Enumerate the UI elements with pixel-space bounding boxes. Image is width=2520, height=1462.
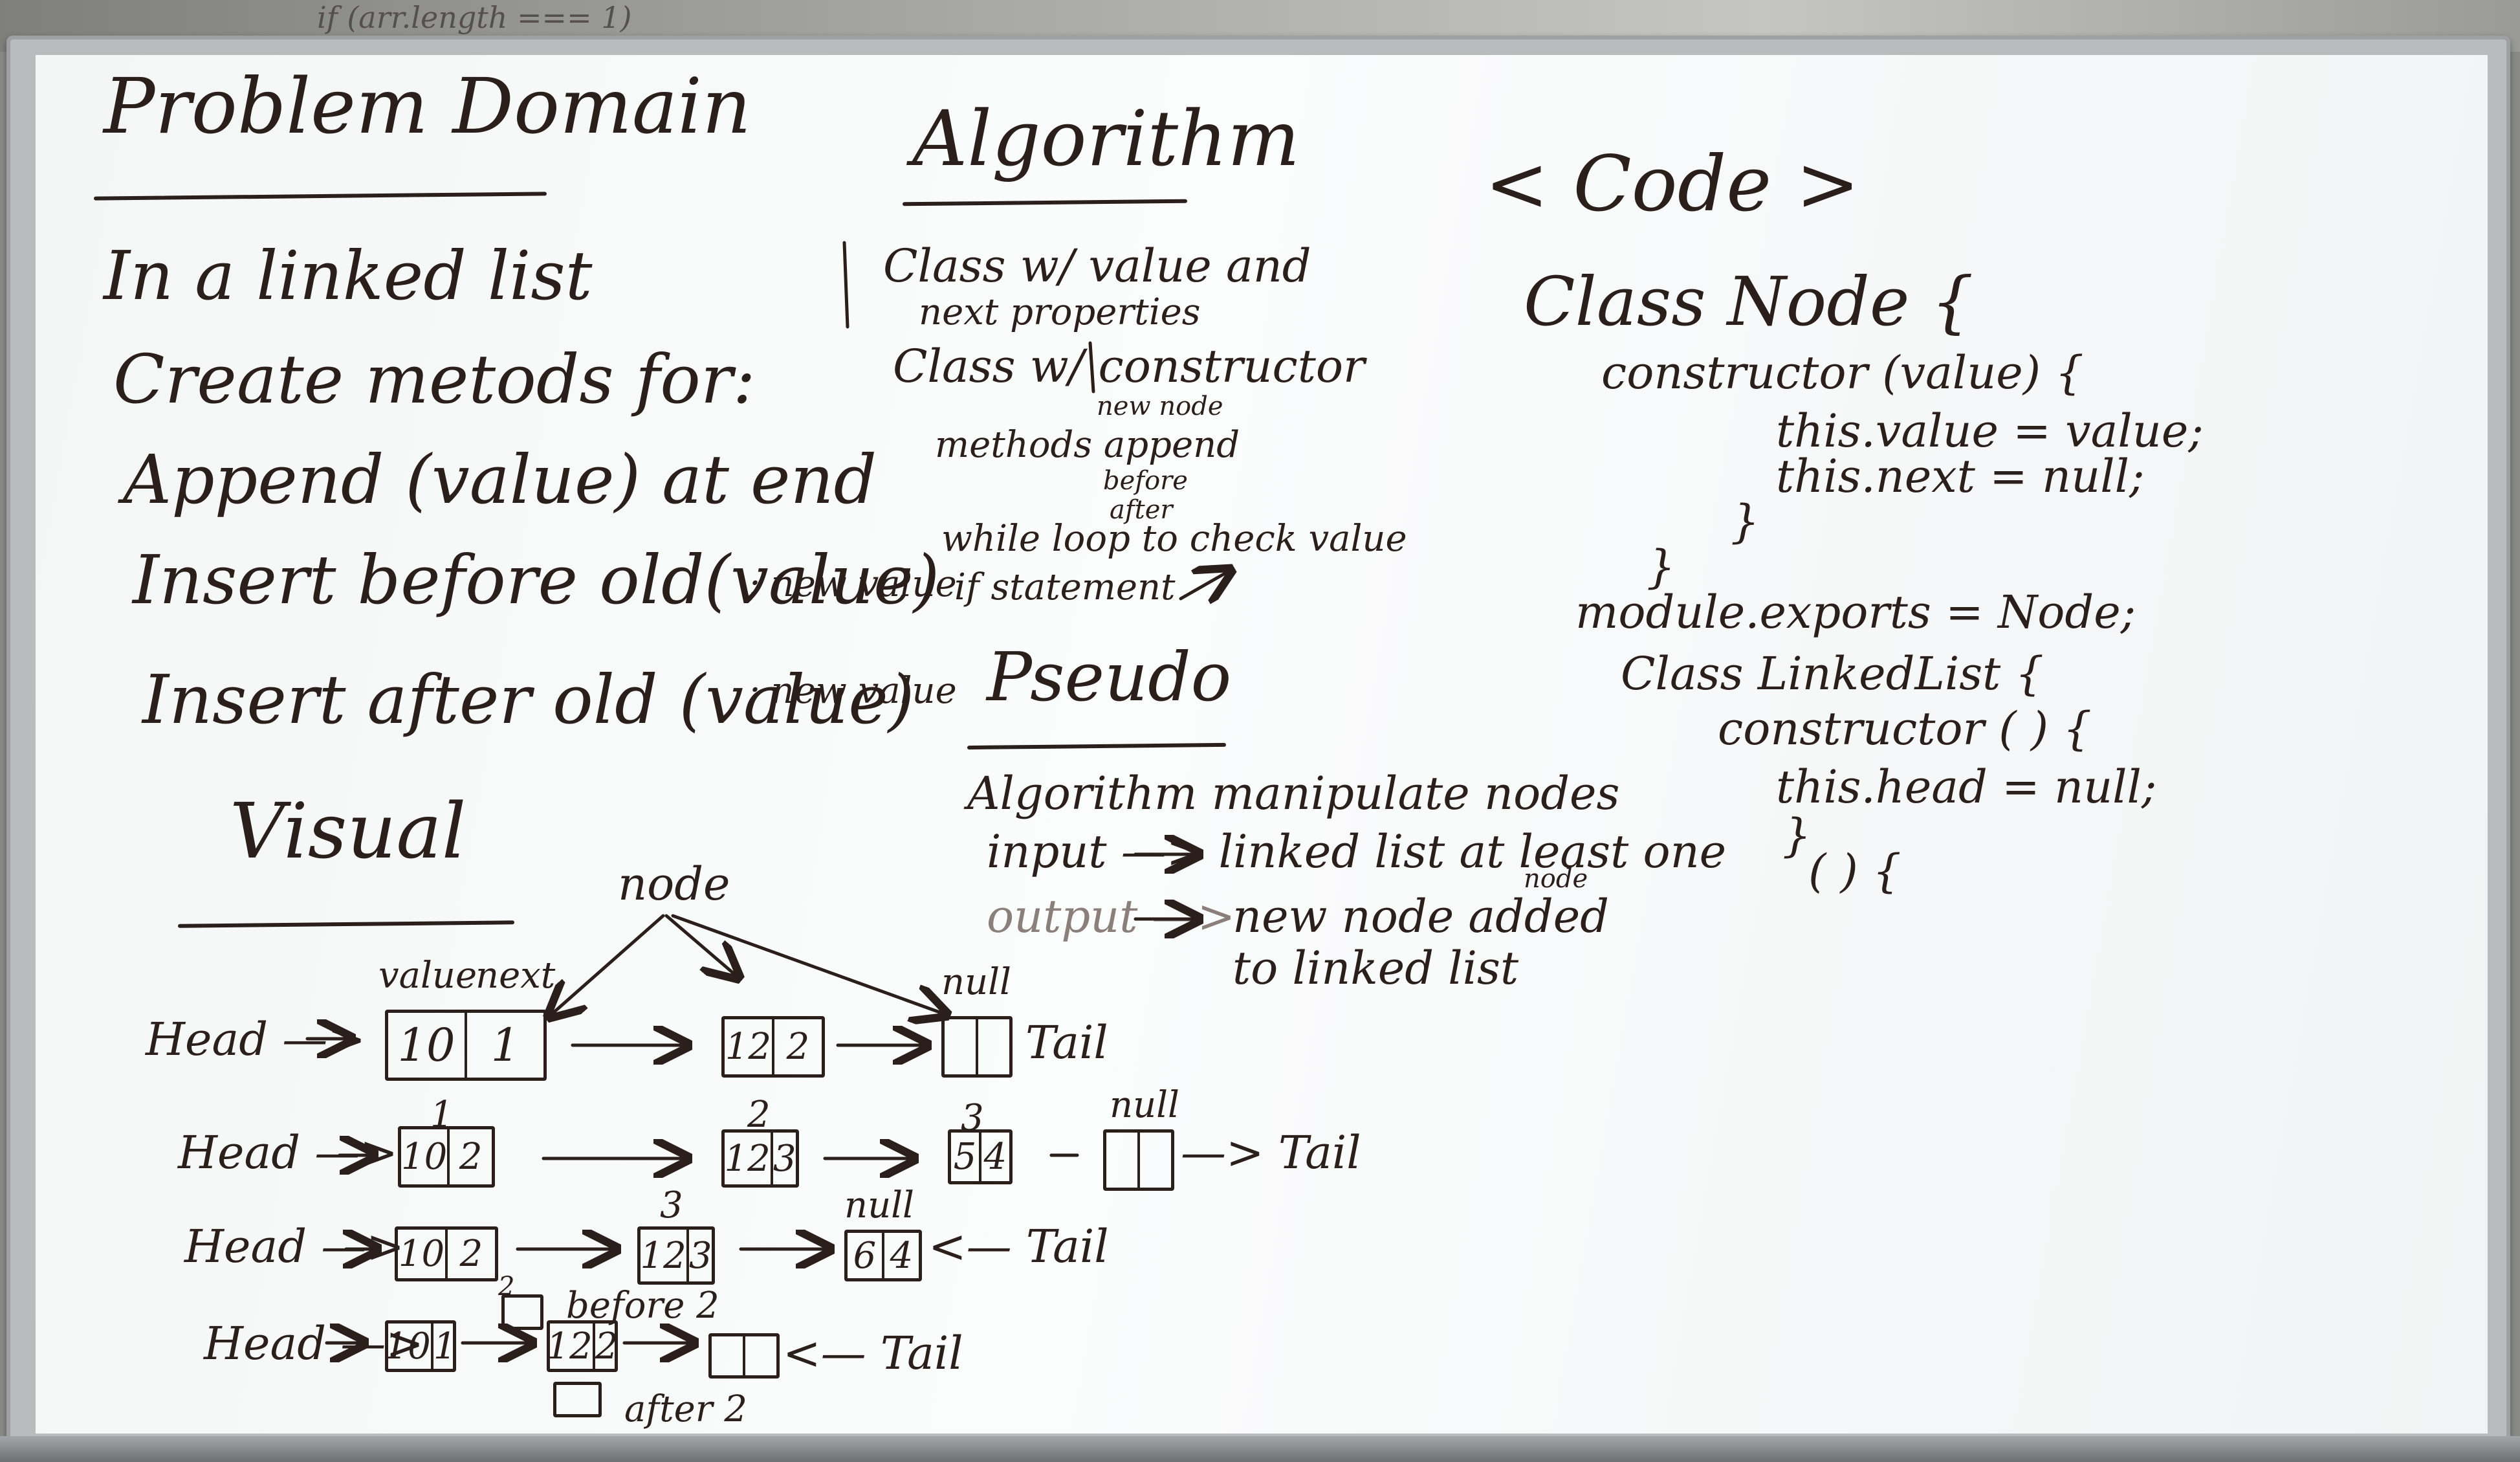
problem-line-4: Insert before old(value) [133,540,940,619]
marker-tray [0,1436,2520,1462]
whiteboard: Problem Domain In a linked list Create m… [36,55,2488,1434]
problem-side-note-2: ; new value [747,670,957,712]
row3-node-1: 10 2 [395,1226,498,1281]
row1-node-2-next: 2 [772,1019,822,1074]
node-arrow-to-third [671,914,941,1013]
row1-node-3-next [976,1019,1009,1074]
row2-node-2-value: 12 [724,1137,771,1180]
problem-domain-title: Problem Domain [104,61,751,151]
row2-index-null: null [1110,1084,1179,1126]
row2-node-3-value: 5 [953,1136,977,1178]
node-arrow-to-first [553,914,665,1013]
row4-node-2-value: 12 [546,1325,593,1368]
code-line-9: constructor ( ) { [1718,702,2092,755]
after-note: after 2 [624,1388,747,1430]
problem-line-3: Append (value) at end [123,440,877,519]
algorithm-line-3: Class w/ constructor [893,340,1365,393]
algorithm-line-7: after [1110,495,1173,525]
algorithm-line-4: new node [1097,392,1223,421]
row1-node-2-value: 12 [725,1026,772,1068]
row3-node-1-value: 10 [398,1233,445,1275]
problem-side-note-1: ; new value [747,563,957,605]
row2-node-4 [1103,1129,1174,1191]
row3-node-3-next: 4 [882,1233,919,1278]
visual-title: Visual [230,786,466,876]
row4-node-1: 10 1 [385,1320,456,1372]
row2-node-1: 10 2 [398,1126,495,1188]
value-label: value [378,955,477,997]
row4-node-2: 12 2 [547,1320,618,1372]
row4-node-2-next: 2 [592,1324,618,1369]
row3-node-3-value: 6 [853,1234,877,1277]
row2-node-2: 12 3 [721,1129,799,1188]
problem-line-2: Create metods for: [113,340,756,419]
row3-node-1-next: 2 [445,1230,495,1278]
code-line-8: Class LinkedList { [1621,647,2044,700]
row2-node-1-next: 2 [447,1129,492,1184]
row2-index-2: 2 [747,1094,771,1136]
row2-tail-label: —> Tail [1181,1126,1361,1179]
row3-node-2-value: 12 [640,1234,686,1277]
row2-node-4-next [1137,1133,1171,1188]
pseudo-line-1: Algorithm manipulate nodes [967,767,1620,820]
problem-line-1: In a linked list [104,236,593,315]
row1-node-3 [941,1016,1013,1078]
row1-node-1-next: 1 [465,1013,543,1078]
before-note: before 2 [566,1285,719,1327]
pseudo-line-5: new node added [1233,890,1609,943]
code-line-1: Class Node { [1524,262,1974,341]
pseudo-line-6: to linked list [1233,942,1519,995]
pseudo-line-3: node [1524,864,1588,894]
row1-node-2: 12 2 [721,1016,825,1078]
code-line-2: constructor (value) { [1601,346,2084,399]
if-statement-arrow [1179,573,1226,599]
row4-node-1-value: 10 [384,1325,431,1368]
pseudo-line-2: input —> linked list at least one [987,825,1727,878]
code-line-3: this.value = value; [1776,404,2204,458]
row2-node-1-value: 10 [401,1136,448,1178]
algorithm-line-6: before [1103,466,1188,496]
code-line-7: module.exports = Node; [1575,586,2136,639]
row1-tail-label: Tail [1025,1016,1108,1069]
algorithm-line-2: next properties [919,291,1201,333]
code-line-4: this.next = null; [1776,450,2145,503]
row3-index-null: null [844,1184,914,1226]
code-line-5: } [1731,495,1760,548]
row2-node-3-next: 4 [979,1133,1009,1181]
code-line-6: } [1647,540,1676,593]
row3-tail-label: <— Tail [928,1220,1109,1273]
node-label: node [618,858,730,911]
row4-node-1-next: 1 [430,1324,456,1369]
algorithm-divider-line [1088,341,1095,393]
row2-node-3: 5 4 [948,1129,1013,1184]
row4-tail-label: <— Tail [783,1327,963,1380]
algorithm-line-9: if statement [954,566,1176,608]
row1-node-1: 10 1 [385,1010,547,1081]
row4-node-3-next [743,1336,776,1375]
node-arrow-to-second [664,914,734,974]
diagram-arrows [305,241,2488,1434]
algorithm-bracket-line [842,241,849,329]
algorithm-line-5: methods append [935,424,1240,466]
row2-node-2-next: 3 [770,1133,796,1184]
algorithm-title: Algorithm [912,94,1300,183]
code-line-11: } [1782,809,1812,862]
code-title: < Code > [1485,139,1860,228]
problem-line-5: Insert after old (value) [142,660,915,739]
algorithm-line-1: Class w/ value and [883,239,1311,293]
row3-node-2-next: 3 [686,1230,712,1281]
row4-node-3 [708,1333,780,1379]
code-line-12: ( ) { [1808,845,1901,898]
row3-node-2: 12 3 [637,1226,715,1285]
pseudo-title: Pseudo [987,637,1232,716]
top-scribble-text: if (arr.length === 1) [317,0,632,35]
algorithm-line-8: while loop to check value [941,518,1407,560]
row3-index-1: 3 [660,1184,683,1226]
code-line-10: this.head = null; [1776,760,2157,814]
row1-node-1-value: 10 [397,1019,455,1072]
inserted-after-node [553,1382,602,1417]
row3-node-3: 6 4 [844,1230,922,1281]
